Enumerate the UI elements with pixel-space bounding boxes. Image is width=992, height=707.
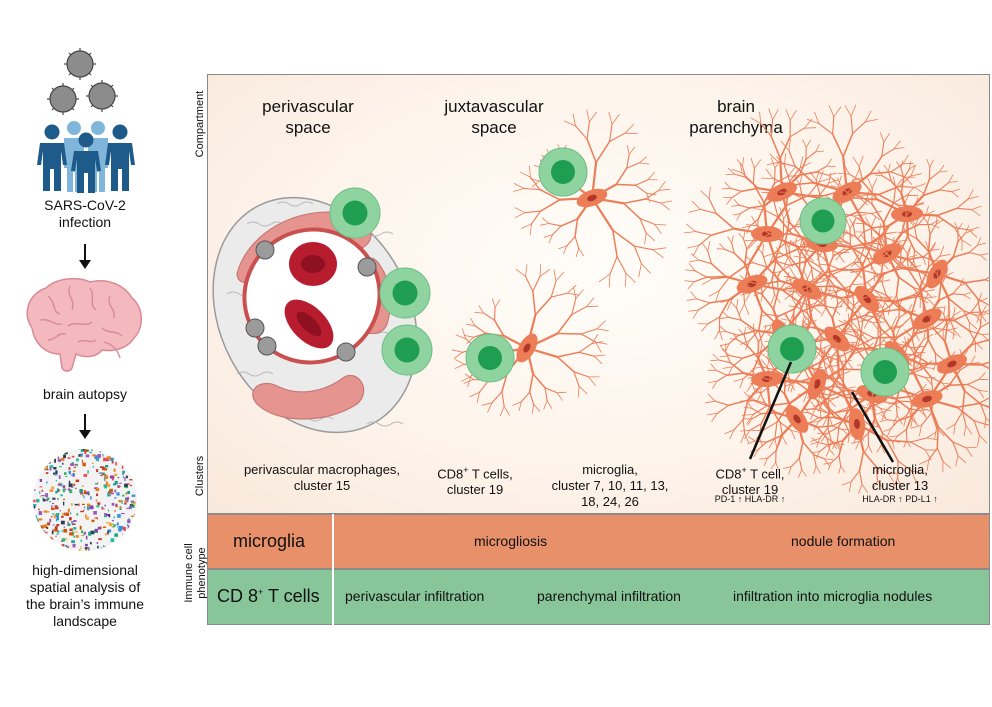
- tcell-phenotype-band: [207, 569, 990, 625]
- phenotype-axis-line1: Immune cell: [183, 543, 195, 603]
- perivascular-infiltration-label: perivascular infiltration: [345, 588, 485, 604]
- microglia-row-label: microglia: [233, 531, 306, 551]
- microgliosis-label: microgliosis: [474, 533, 548, 549]
- microglia-network: [451, 104, 990, 494]
- cluster-label-mg13: microglia, cluster 13: [871, 462, 929, 493]
- brain-icon: [26, 277, 142, 372]
- spatial-map-icon: [33, 449, 137, 551]
- band-divider: [332, 514, 334, 625]
- cluster-label-microglia: microglia, cluster 7, 10, 11, 13, 18, 24…: [551, 462, 669, 509]
- people-group-icon: [37, 121, 135, 193]
- clusters-axis-label: Clusters: [194, 455, 206, 497]
- microglia-phenotype-band: [207, 514, 990, 569]
- compartment-axis-label: Compartment: [194, 90, 206, 158]
- analysis-label: high-dimensional spatial analysis of the…: [25, 562, 145, 629]
- cluster-label-pvm: perivascular macrophages, cluster 15: [243, 462, 401, 493]
- infection-label: SARS-CoV-2 infection: [44, 197, 126, 230]
- down-arrow-icon-2: [79, 414, 91, 439]
- down-arrow-icon: [79, 244, 91, 269]
- tcell-row-label: CD 8+ T cells: [217, 586, 320, 606]
- nodule-formation-label: nodule formation: [791, 533, 896, 549]
- virus-particles-icon: [47, 48, 118, 115]
- mg13-markers: HLA-DR ↑ PD-L1 ↑: [862, 494, 938, 504]
- cluster-label-cd8-juxta: CD8+ T cells, cluster 19: [437, 465, 513, 498]
- autopsy-label: brain autopsy: [42, 386, 128, 402]
- nodule-infiltration-label: infiltration into microglia nodules: [733, 588, 933, 604]
- cd8-markers: PD-1 ↑ HLA-DR ↑: [714, 494, 786, 504]
- cluster-label-cd8-nodule: CD8+ T cell, cluster 19: [715, 465, 785, 498]
- perivascular-space-title: perivascular space: [262, 97, 354, 137]
- parenchymal-infiltration-label: parenchymal infiltration: [537, 588, 681, 604]
- juxtavascular-space-title: juxtavascular space: [444, 97, 544, 137]
- t-cells: [329, 147, 910, 397]
- phenotype-axis-label: Immune cell phenotype: [183, 513, 209, 633]
- cell-illustration: [212, 104, 990, 494]
